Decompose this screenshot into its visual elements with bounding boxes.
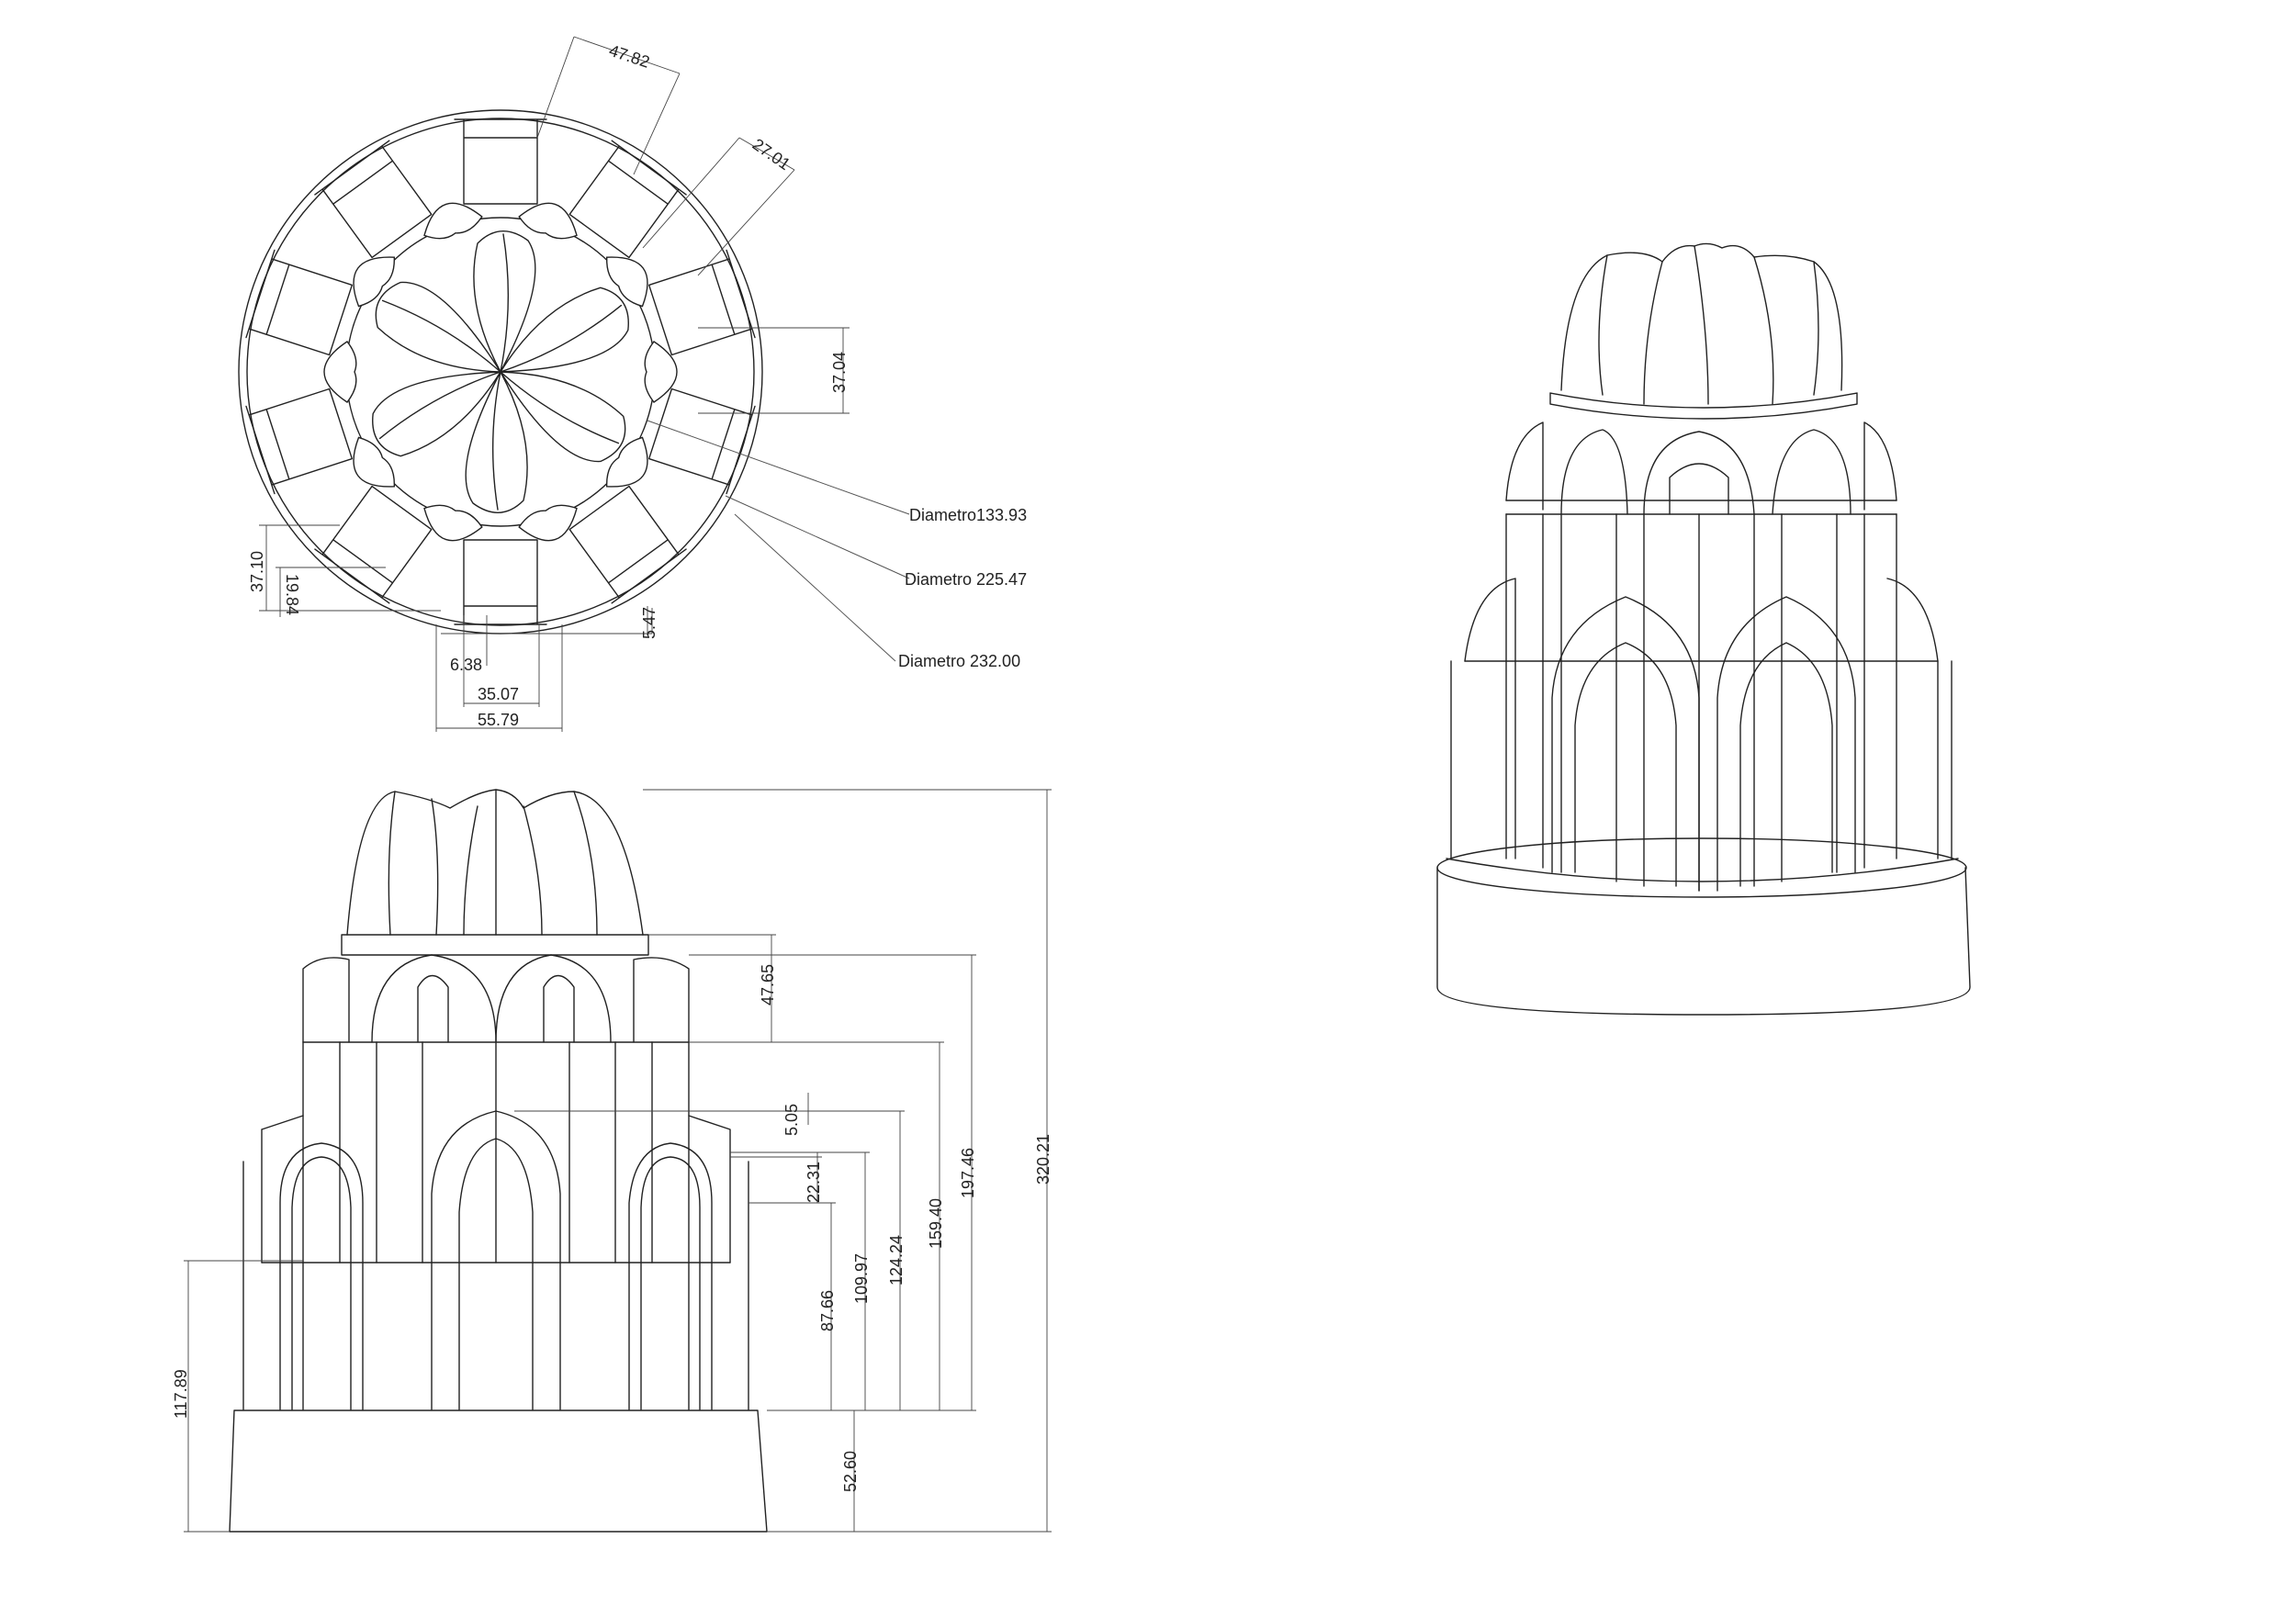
upper-tier	[302, 954, 690, 1043]
dim-5-05: 5.05	[782, 1104, 801, 1136]
iso-lower-arches	[1450, 578, 1953, 892]
iso-upper-tier	[1505, 421, 1897, 515]
front-view-dimensions: 320.21 197.46 159.40 124.24 109.97 87.66…	[172, 789, 1052, 1533]
crown-collar	[341, 934, 649, 956]
front-view: 320.21 197.46 159.40 124.24 109.97 87.66…	[172, 789, 1052, 1533]
crown-dome	[346, 789, 644, 936]
iso-crown	[1560, 242, 1843, 391]
label-diametro-232-00: Diametro 232.00	[898, 652, 1020, 670]
dim-37-04: 37.04	[830, 352, 849, 393]
dim-109-97: 109.97	[852, 1253, 871, 1304]
dim-37-10: 37.10	[248, 551, 266, 592]
label-diametro-133-93: Diametro133.93	[909, 506, 1027, 524]
dim-19-84: 19.84	[283, 574, 301, 615]
dim-47-65: 47.65	[759, 964, 777, 1005]
label-diametro-225-47: Diametro 225.47	[905, 570, 1027, 589]
dim-117-89: 117.89	[172, 1369, 190, 1419]
top-view: 47.82 27.01 37.04 37.10 19.84 5.47 6.38 …	[238, 36, 1027, 732]
outer-circle-225	[246, 118, 755, 626]
iso-shafts	[1505, 513, 1897, 892]
dim-197-46: 197.46	[959, 1148, 977, 1198]
lower-arches	[261, 1110, 731, 1410]
middle-tier	[242, 1041, 749, 1410]
isometric-view	[1436, 242, 1971, 1016]
dim-124-24: 124.24	[887, 1235, 906, 1286]
dim-55-79: 55.79	[478, 711, 519, 729]
dim-27-01: 27.01	[749, 135, 793, 174]
central-rosette	[372, 230, 629, 513]
iso-base	[1436, 867, 1971, 1016]
dim-52-60: 52.60	[841, 1451, 860, 1492]
dim-22-31: 22.31	[805, 1162, 823, 1203]
pinnacle-caps	[323, 202, 678, 542]
buttress-ring	[245, 118, 756, 625]
dim-320-21: 320.21	[1034, 1134, 1052, 1185]
dim-87-66: 87.66	[818, 1290, 837, 1331]
dim-35-07: 35.07	[478, 685, 519, 703]
dim-47-82: 47.82	[607, 41, 652, 72]
dim-6-38: 6.38	[450, 656, 482, 674]
dim-159-40: 159.40	[927, 1198, 945, 1249]
dim-5-47: 5.47	[640, 607, 658, 639]
top-view-dimensions: 47.82 27.01 37.04 37.10 19.84 5.47 6.38 …	[248, 36, 1027, 732]
base-ring	[229, 1409, 768, 1533]
